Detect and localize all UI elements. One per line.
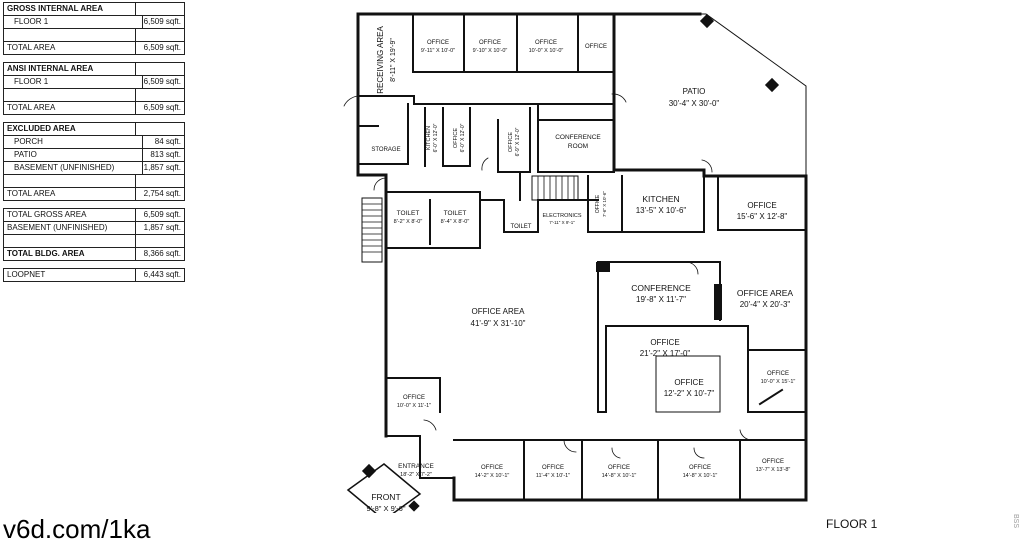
room-name: PATIO <box>683 87 706 96</box>
table-total-value: 6,509 sqft. <box>143 103 181 112</box>
room-dim: 30'-4" X 30'-0" <box>669 99 720 108</box>
room-dim: 8'-4" X 8'-0" <box>441 219 470 225</box>
room-name: TOILET <box>511 224 532 230</box>
room-name: KITCHEN <box>642 194 679 204</box>
room-dim: 9'-8" X 9'-6" <box>366 504 405 513</box>
room-dim: 41'-9" X 31'-10" <box>471 319 526 328</box>
summary-table: TOTAL GROSS AREA 6,509 sqft. BASEMENT (UN… <box>3 208 185 261</box>
room-name: CONFERENCE <box>555 134 601 141</box>
room-name: OFFICE <box>585 44 607 50</box>
room-dim: 9'-11" X 10'-0" <box>421 48 455 54</box>
room-dim: 6'-9" X 12'-0" <box>515 127 521 156</box>
table-row-label: PORCH <box>4 136 143 148</box>
table-row-label: LOOPNET <box>4 269 136 281</box>
room-name: ENTRANCE <box>398 463 434 470</box>
table-total-value: 6,509 sqft. <box>143 43 181 52</box>
table-total-label: TOTAL AREA <box>4 188 136 200</box>
floor-label: FLOOR 1 <box>826 517 878 531</box>
room-dim: 19'-8" X 11'-7" <box>636 295 686 304</box>
room-name: OFFICE <box>608 465 630 471</box>
table-row-value: 1,857 sqft. <box>143 163 181 172</box>
watermark-url: v6d.com/1ka <box>3 514 151 544</box>
room-name: OFFICE <box>508 132 514 152</box>
table-row-label: PATIO <box>4 149 143 161</box>
table-row-label: BASEMENT (UNFINISHED) <box>4 162 143 174</box>
room-dim: 7'-6" X 10'-6" <box>602 191 607 217</box>
room-name: OFFICE <box>595 194 601 213</box>
loopnet-table: LOOPNET 6,443 sqft. <box>3 268 185 282</box>
room-name: OFFICE <box>767 371 789 377</box>
room-name: TOILET <box>397 210 420 217</box>
room-name: OFFICE <box>535 40 557 46</box>
table-header: ANSI INTERNAL AREA <box>4 63 136 75</box>
room-name: OFFICE <box>747 201 776 210</box>
room-name: OFFICE AREA <box>472 307 526 316</box>
room-name: FRONT <box>371 492 400 502</box>
table-header: EXCLUDED AREA <box>4 123 136 135</box>
table-row-label: FLOOR 1 <box>4 76 143 88</box>
room-name: OFFICE <box>427 40 449 46</box>
table-row-value: 6,509 sqft. <box>143 17 181 26</box>
table-total-label: TOTAL BLDG. AREA <box>4 248 136 260</box>
room-dim: 9'-10" X 10'-0" <box>473 48 508 54</box>
table-row-value: 813 sqft. <box>150 150 181 159</box>
table-row-value: 1,857 sqft. <box>143 223 181 232</box>
table-total-label: TOTAL AREA <box>4 102 136 114</box>
room-name: KITCHEN <box>426 126 432 150</box>
table-header: GROSS INTERNAL AREA <box>4 3 136 15</box>
room-name: OFFICE <box>403 395 425 401</box>
floor-plan: RECEIVING AREA 8'-11" X 19'-9" OFFICE 9'… <box>343 12 808 513</box>
room-name: RECEIVING AREA <box>376 26 385 94</box>
room-dim: 8'-11" X 19'-9" <box>390 38 397 82</box>
room-dim: 13'-7" X 13'-8" <box>756 467 791 473</box>
room-dim: 14'-8" X 10'-1" <box>602 473 637 479</box>
room-name: STORAGE <box>371 147 400 153</box>
room-dim: 14'-2" X 10'-1" <box>475 473 510 479</box>
room-name: OFFICE <box>650 338 679 347</box>
room-dim: 14'-8" X 10'-1" <box>683 473 718 479</box>
room-name: CONFERENCE <box>631 283 691 293</box>
room-dim: 7'-11" X 9'-1" <box>549 220 575 225</box>
room-dim: 15'-6" X 12'-8" <box>737 212 788 221</box>
room-name: OFFICE <box>479 40 501 46</box>
room-name: ELECTRONICS <box>542 213 581 219</box>
table-row-value: 6,509 sqft. <box>143 77 181 86</box>
room-name: OFFICE <box>762 459 784 465</box>
table-row-label: TOTAL GROSS AREA <box>4 209 136 221</box>
table-row-label: BASEMENT (UNFINISHED) <box>4 222 136 234</box>
table-total-value: 2,754 sqft. <box>143 189 181 198</box>
table-row-value: 84 sqft. <box>154 137 181 146</box>
room-dim: 18'-2" X 7'-2" <box>400 472 432 478</box>
table-row-value: 6,443 sqft. <box>143 270 181 279</box>
room-name: TOILET <box>444 210 467 217</box>
room-name: OFFICE <box>542 465 564 471</box>
room-name: OFFICE <box>453 128 459 148</box>
corner-mark: BSS <box>1012 514 1019 529</box>
room-dim: 21'-2" X 17'-0" <box>640 349 691 358</box>
table-total-value: 8,366 sqft. <box>143 249 181 258</box>
table-row-value: 6,509 sqft. <box>143 210 181 219</box>
excluded-area-table: EXCLUDED AREA PORCH 84 sqft. PATIO 813 sqf… <box>3 122 185 201</box>
table-row-label: FLOOR 1 <box>4 16 143 28</box>
room-dim: 13'-5" X 10'-6" <box>636 206 687 215</box>
room-name: OFFICE <box>689 465 711 471</box>
room-dim: 10'-0" X 11'-1" <box>397 403 431 409</box>
room-name-line2: ROOM <box>568 143 588 150</box>
room-dim: 12'-2" X 10'-7" <box>664 389 715 398</box>
room-name: OFFICE <box>481 465 503 471</box>
room-name: OFFICE <box>674 378 703 387</box>
table-total-label: TOTAL AREA <box>4 42 136 54</box>
room-dim: 10'-0" X 15'-1" <box>761 379 796 385</box>
room-dim: 11'-4" X 10'-1" <box>536 473 570 479</box>
room-dim: 6'-0" X 12'-0" <box>460 123 466 152</box>
room-dim: 20'-4" X 20'-3" <box>740 300 791 309</box>
room-name: OFFICE AREA <box>737 288 794 298</box>
room-dim: 6'-0" X 12'-0" <box>433 123 439 152</box>
room-dim: 8'-2" X 8'-0" <box>394 219 423 225</box>
room-dim: 10'-0" X 10'-0" <box>529 48 564 54</box>
